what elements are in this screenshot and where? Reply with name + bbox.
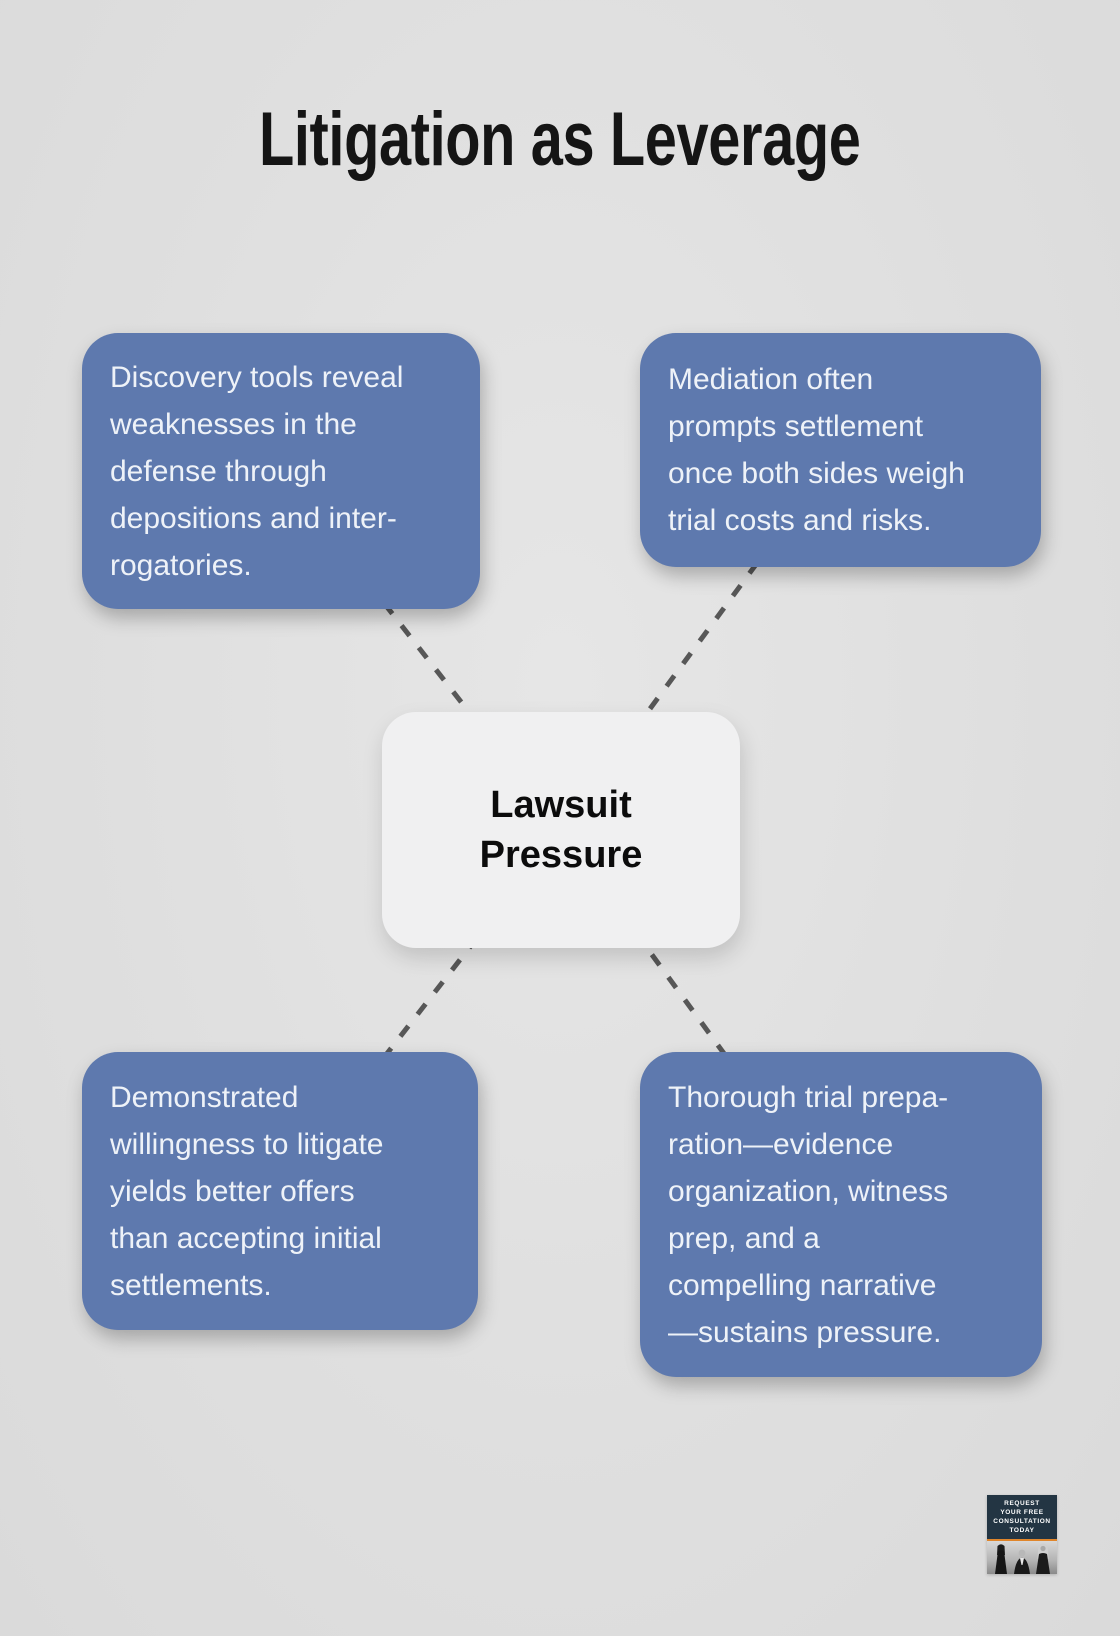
page-title: Litigation as Leverage [0, 100, 1120, 201]
attorneys-photo [987, 1541, 1057, 1574]
node-lawsuit-pressure-text: Lawsuit Pressure [479, 784, 643, 876]
node-willingness: Demonstrated willingness to litigate yie… [82, 1052, 478, 1330]
node-willingness-text: Demonstrated willingness to litigate yie… [110, 1080, 384, 1302]
consultation-badge-divider [987, 1539, 1057, 1541]
node-preparation-text: Thorough trial prepa- ration—evidence or… [668, 1080, 949, 1349]
connector-top-left [279, 469, 563, 832]
page-title-text: Litigation as Leverage [259, 97, 861, 182]
node-mediation: Mediation often prompts settlement once … [640, 333, 1041, 567]
connector-bottom-left [278, 828, 563, 1193]
node-mediation-text: Mediation often prompts settlement once … [668, 363, 965, 537]
node-preparation: Thorough trial prepa- ration—evidence or… [640, 1052, 1042, 1377]
consultation-badge[interactable]: REQUEST YOUR FREE CONSULTATION TODAY [987, 1495, 1057, 1574]
node-discovery-text: Discovery tools reveal weaknesses in the… [110, 360, 404, 582]
node-lawsuit-pressure: Lawsuit Pressure [382, 712, 740, 948]
consultation-badge-header: REQUEST YOUR FREE CONSULTATION TODAY [987, 1495, 1057, 1539]
node-discovery: Discovery tools reveal weaknesses in the… [82, 333, 480, 609]
consultation-badge-label: REQUEST YOUR FREE CONSULTATION TODAY [993, 1500, 1051, 1534]
